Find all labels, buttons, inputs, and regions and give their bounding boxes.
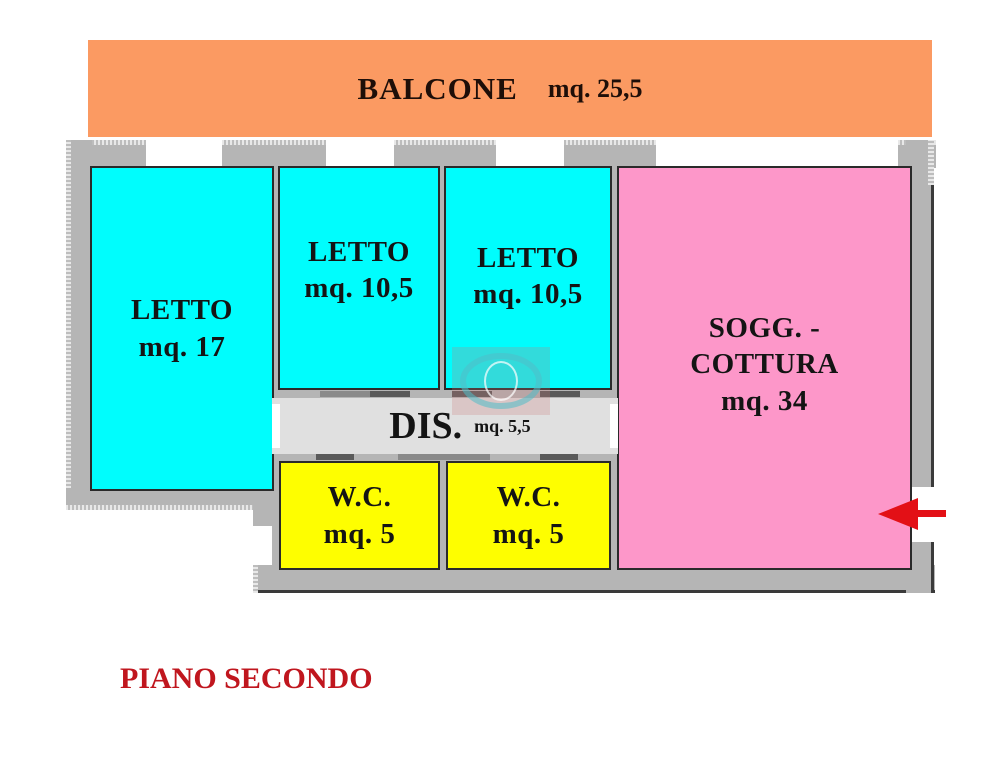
room-name: W.C. — [496, 481, 561, 514]
floor-label: PIANO SECONDO — [120, 662, 373, 695]
balcony-area: mq. 25,5 — [547, 73, 643, 103]
wall-hatch-left — [66, 140, 71, 508]
room-bathroom-1: W.C. mq. 5 — [279, 461, 440, 570]
window-1 — [146, 140, 222, 166]
hallway-end-right — [610, 404, 618, 448]
balcony-name: BALCONE — [357, 70, 518, 106]
room-area: mq. 5 — [323, 517, 396, 550]
room-bathroom-2: W.C. mq. 5 — [446, 461, 611, 570]
wall-hatch-right — [928, 140, 934, 185]
window-3 — [496, 140, 564, 166]
door-wc-1b — [398, 454, 490, 460]
room-name: W.C. — [327, 481, 392, 514]
room-area: mq. 10,5 — [473, 278, 583, 311]
room-area: mq. 10,5 — [304, 272, 414, 305]
watermark-globe-icon — [452, 347, 550, 415]
room-bedroom-1: LETTO mq. 17 — [90, 166, 274, 491]
door-bedroom-2-leaf — [370, 391, 410, 397]
hallway-end-left — [272, 404, 280, 448]
window-4 — [656, 140, 898, 166]
room-name-2: COTTURA — [690, 348, 839, 381]
arrow-left-icon — [878, 498, 946, 530]
wall-hatch-bottom-left — [66, 505, 266, 510]
door-bedroom-3b-leaf — [540, 391, 580, 397]
room-name: SOGG. - — [708, 312, 821, 344]
room-name: LETTO — [131, 294, 233, 327]
wall-hatch-bottom-left-end — [253, 565, 258, 593]
room-name: DIS. — [389, 405, 463, 447]
window-2 — [326, 140, 394, 166]
outer-wall-bottom-left — [66, 488, 276, 510]
room-bedroom-2: LETTO mq. 10,5 — [278, 166, 440, 390]
door-bedroom-2 — [320, 391, 370, 397]
room-area: mq. 5 — [492, 517, 565, 550]
door-wc-2-leaf — [540, 454, 578, 460]
balcony: BALCONE mq. 25,5 — [88, 40, 932, 137]
room-name: LETTO — [477, 242, 579, 274]
room-name: LETTO — [308, 236, 410, 268]
room-area: mq. 17 — [138, 330, 226, 363]
room-living-kitchen: SOGG. - COTTURA mq. 34 — [617, 166, 912, 570]
room-area: mq. 34 — [721, 384, 808, 417]
room-area: mq. 5,5 — [474, 415, 531, 436]
door-wc-1-leaf — [316, 454, 354, 460]
room-hallway: DIS. mq. 5,5 — [272, 398, 618, 454]
